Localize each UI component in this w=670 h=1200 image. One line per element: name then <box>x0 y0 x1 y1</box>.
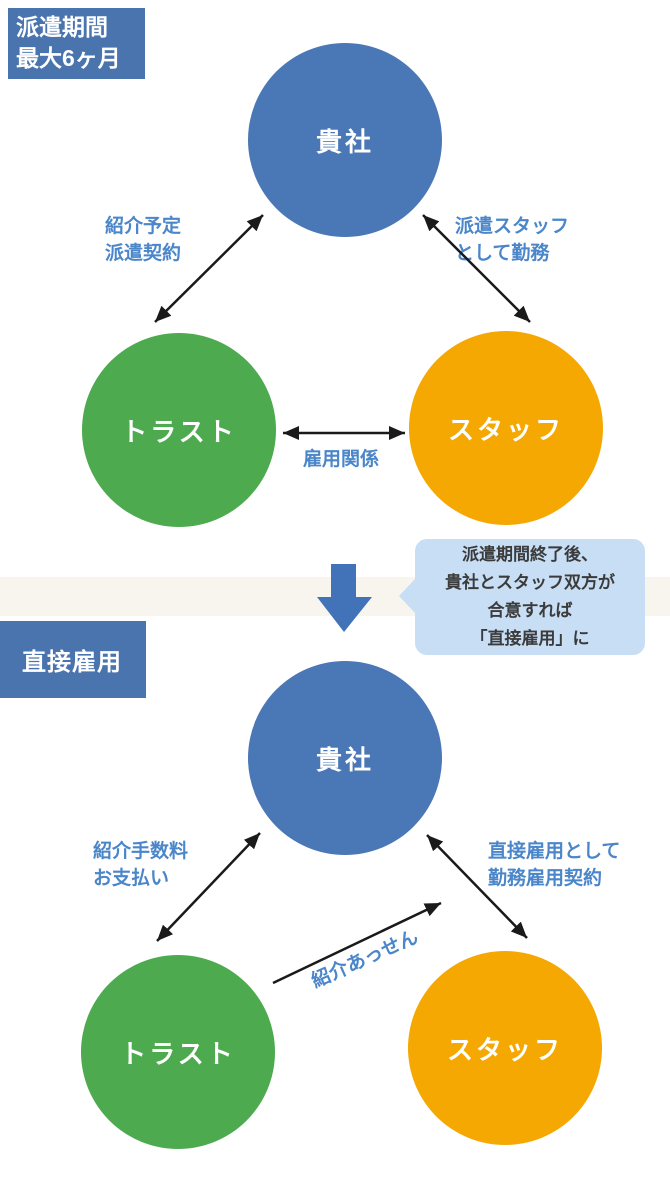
phase2-label-company-staff-line1: 直接雇用として <box>488 841 621 862</box>
phase1-label-company-staff-line1: 派遣スタッフ <box>455 216 570 237</box>
phase2-node-trust-label: トラスト <box>120 1038 236 1069</box>
phase1-node-staff: スタッフ <box>409 331 603 525</box>
phase1-node-company-label: 貴社 <box>315 126 374 157</box>
dispatch-period-badge-line2: 最大6ヶ月 <box>16 45 121 71</box>
phase1-label-company-trust-line1: 紹介予定 <box>105 216 182 237</box>
transition-note-line1: 派遣期間終了後、 <box>462 545 598 564</box>
phase1-label-company-staff: 派遣スタッフ として勤務 <box>455 213 569 267</box>
transition-note-line3: 合意すれば <box>487 601 573 620</box>
transition-note-bubble: 派遣期間終了後、 貴社とスタッフ双方が 合意すれば 「直接雇用」に <box>399 539 645 655</box>
phase2-node-staff: スタッフ <box>408 951 602 1145</box>
phase1-label-company-staff-line2: として勤務 <box>455 243 550 264</box>
phase1-node-company: 貴社 <box>248 43 442 237</box>
transition-note-line4: 「直接雇用」に <box>470 629 590 648</box>
phase2-label-company-trust-line1: 紹介手数料 <box>93 841 189 862</box>
phase1-label-company-trust-line2: 派遣契約 <box>105 243 182 264</box>
phase2-node-staff-label: スタッフ <box>446 1034 563 1065</box>
phase1-node-trust: トラスト <box>82 333 276 527</box>
phase2-label-company-staff: 直接雇用として 勤務雇用契約 <box>488 838 620 892</box>
phase2-node-company: 貴社 <box>248 661 442 855</box>
dispatch-period-badge-line1: 派遣期間 <box>16 14 108 40</box>
phase1-label-company-trust: 紹介予定 派遣契約 <box>105 213 181 267</box>
dispatch-period-badge: 派遣期間 最大6ヶ月 <box>8 8 145 79</box>
phase2-node-company-label: 貴社 <box>315 744 374 775</box>
phase1-node-staff-label: スタッフ <box>447 414 564 445</box>
phase2-node-trust: トラスト <box>81 955 275 1149</box>
phase2-label-company-staff-line2: 勤務雇用契約 <box>488 868 603 889</box>
transition-note-line2: 貴社とスタッフ双方が <box>445 573 615 592</box>
phase2-label-company-trust-line2: お支払い <box>93 868 170 889</box>
phase1-label-trust-staff: 雇用関係 <box>302 449 379 470</box>
phase2-label-company-trust: 紹介手数料 お支払い <box>93 838 188 892</box>
phase1-node-trust-label: トラスト <box>121 416 237 447</box>
direct-employment-badge: 直接雇用 <box>0 621 146 698</box>
phase2-label-referral-diagonal: 紹介あっせん <box>308 926 422 993</box>
